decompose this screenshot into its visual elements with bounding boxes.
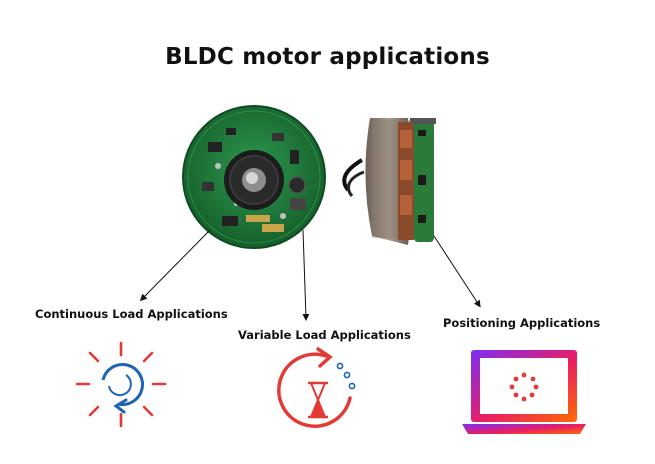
positioning-icon: [462, 350, 586, 434]
continuous-load-label: Continuous Load Applications: [35, 307, 228, 321]
bldc-pcb-photo: [182, 105, 326, 249]
positioning-label: Positioning Applications: [443, 316, 601, 330]
variable-load-icon: [277, 347, 356, 428]
bldc-motor-side-photo: [342, 118, 436, 245]
arrow-continuous: [139, 229, 211, 302]
page-title: BLDC motor applications: [165, 44, 490, 70]
arrow-variable: [302, 229, 310, 321]
continuous-load-icon: [75, 341, 167, 428]
variable-load-label: Variable Load Applications: [238, 328, 411, 342]
arrow-positioning: [433, 235, 481, 308]
